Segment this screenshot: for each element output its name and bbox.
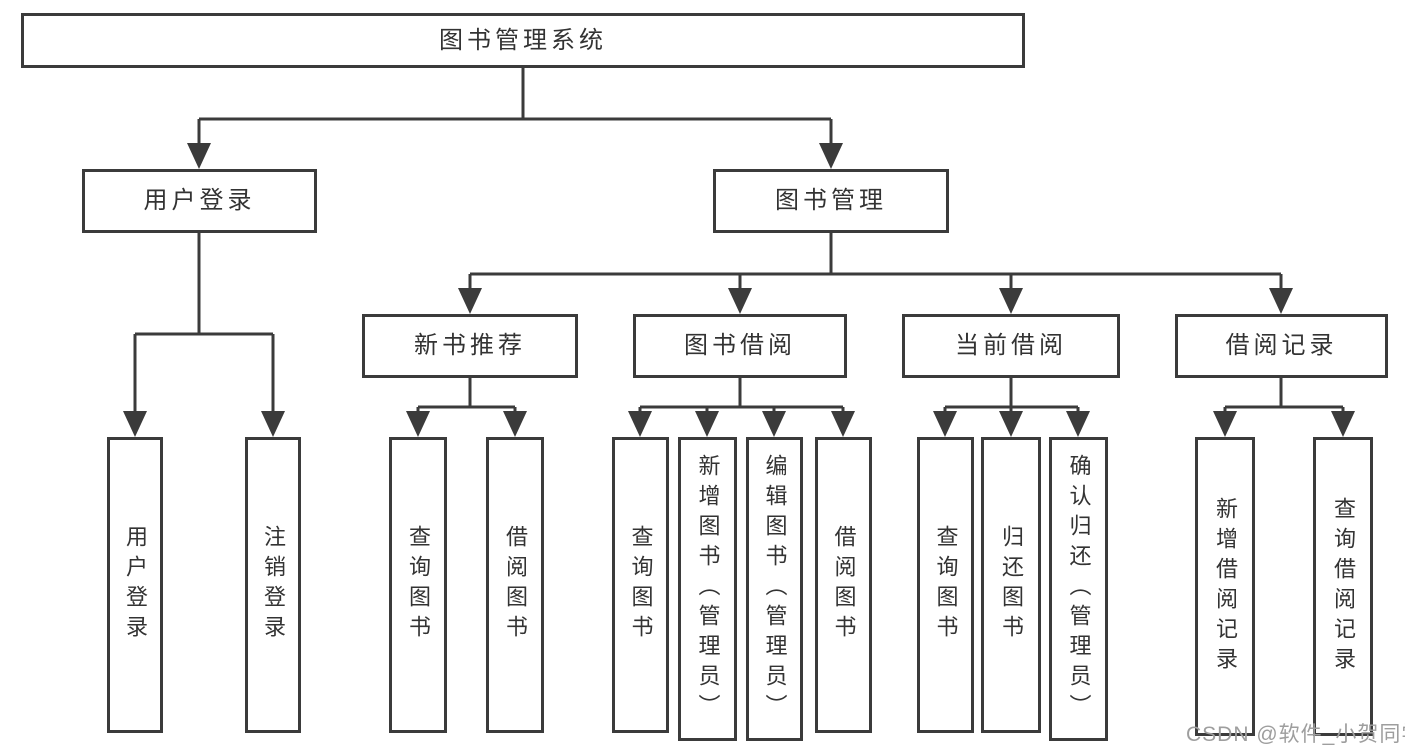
leaf-return-book: 归还图书 xyxy=(981,437,1041,733)
arrow-down-icon xyxy=(1066,411,1090,437)
node-user-login: 用户登录 xyxy=(82,169,317,233)
arrow-down-icon xyxy=(999,288,1023,314)
node-new-book-recommend: 新书推荐 xyxy=(362,314,578,378)
arrowheads xyxy=(123,143,1355,437)
node-current-borrow: 当前借阅 xyxy=(902,314,1120,378)
arrow-down-icon xyxy=(458,288,482,314)
arrow-down-icon xyxy=(406,411,430,437)
leaf-query-books-borrow: 查询图书 xyxy=(612,437,669,733)
arrow-down-icon xyxy=(503,411,527,437)
arrow-down-icon xyxy=(123,411,147,437)
arrow-down-icon xyxy=(695,411,719,437)
leaf-confirm-return-admin: 确认归还（管理员） xyxy=(1049,437,1108,741)
leaf-borrow-books-recommend: 借阅图书 xyxy=(486,437,544,733)
leaf-edit-book-admin: 编辑图书（管理员） xyxy=(746,437,803,741)
arrow-down-icon xyxy=(261,411,285,437)
arrow-down-icon xyxy=(1269,288,1293,314)
node-root-system: 图书管理系统 xyxy=(21,13,1025,68)
arrow-down-icon xyxy=(762,411,786,437)
arrow-down-icon xyxy=(819,143,843,169)
leaf-user-login: 用户登录 xyxy=(107,437,163,733)
arrow-down-icon xyxy=(1213,411,1237,437)
arrow-down-icon xyxy=(933,411,957,437)
leaf-add-book-admin: 新增图书（管理员） xyxy=(678,437,737,741)
arrow-down-icon xyxy=(831,411,855,437)
leaf-query-borrow-record: 查询借阅记录 xyxy=(1313,437,1373,736)
leaf-query-books-current: 查询图书 xyxy=(917,437,974,733)
leaf-borrow-books: 借阅图书 xyxy=(815,437,872,733)
leaf-add-borrow-record: 新增借阅记录 xyxy=(1195,437,1255,736)
leaf-logout: 注销登录 xyxy=(245,437,301,733)
node-book-management: 图书管理 xyxy=(713,169,949,233)
arrow-down-icon xyxy=(728,288,752,314)
arrow-down-icon xyxy=(628,411,652,437)
leaf-query-books-recommend: 查询图书 xyxy=(389,437,447,733)
node-book-borrow: 图书借阅 xyxy=(633,314,847,378)
arrow-down-icon xyxy=(1331,411,1355,437)
watermark: CSDN @软件_小贺同学 xyxy=(1186,723,1405,746)
arrow-down-icon xyxy=(187,143,211,169)
arrow-down-icon xyxy=(999,411,1023,437)
node-borrow-records: 借阅记录 xyxy=(1175,314,1388,378)
